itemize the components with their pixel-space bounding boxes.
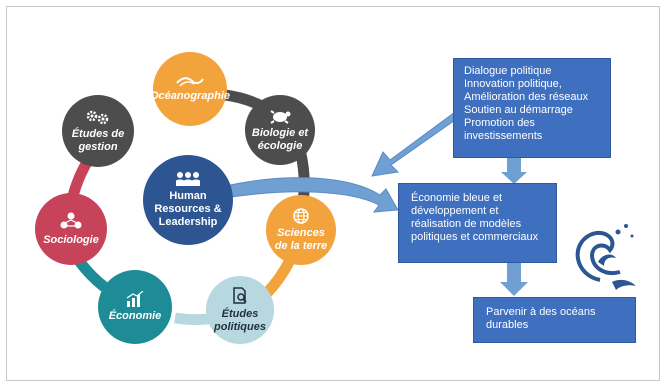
box-policy-line: investissements — [464, 130, 543, 142]
box-economy-line: réalisation de modèles — [411, 218, 522, 230]
node-economie-label: Économie — [108, 310, 162, 322]
node-biologie-label: Biologie et écologie — [251, 126, 309, 152]
bar-chart-icon — [126, 291, 144, 307]
box-economy-line: politiques et commerciaux — [411, 231, 539, 243]
box-oceans-line: Parvenir à des océans — [486, 306, 596, 318]
node-etudes-gestion: Études de gestion — [62, 95, 134, 167]
node-etudes-politiques: Études politiques — [206, 276, 274, 344]
node-etudes-politiques-label: Études politiques — [214, 307, 266, 333]
node-economie: Économie — [98, 270, 172, 344]
node-sciences-terre-label: Sciences de la terre — [274, 226, 328, 252]
box-policy-line: Amélioration des réseaux — [464, 91, 589, 103]
box-economy-line: Économie bleue et — [411, 192, 503, 204]
box-policy-line: Promotion des — [464, 117, 535, 129]
box-oceans-line: durables — [486, 319, 529, 331]
wave-logo-icon — [575, 224, 636, 290]
turtle-icon — [270, 109, 291, 124]
gears-icon — [86, 110, 109, 124]
box-blue-economy: Économie bleue et développement et réali… — [398, 183, 557, 263]
box-sustainable-oceans: Parvenir à des océans durables — [473, 297, 636, 343]
arrow-top-box-to-middle — [371, 111, 459, 177]
node-oceanographie: Océanographie — [150, 52, 230, 126]
wave-icon — [176, 77, 204, 87]
box-policy-line: Innovation politique, — [464, 78, 562, 90]
node-sociologie: Sociologie — [35, 193, 107, 265]
globe-icon — [293, 207, 309, 224]
arrow-center-to-middle-box — [224, 177, 399, 213]
ring-segment-lowright — [261, 257, 295, 299]
team-icon — [176, 172, 200, 186]
box-policy-line: Dialogue politique — [464, 65, 552, 77]
box-policy-actions: Dialogue politique Innovation politique,… — [453, 58, 611, 158]
box-economy-line: développement et — [411, 205, 499, 217]
node-biologie: Biologie et écologie — [245, 95, 315, 165]
document-search-icon — [233, 286, 247, 304]
node-oceanographie-label: Océanographie — [149, 90, 231, 102]
arrow-down-2 — [500, 262, 528, 296]
node-sociologie-label: Sociologie — [43, 234, 99, 246]
node-etudes-gestion-label: Études de gestion — [71, 127, 125, 153]
node-human-resources: Human Resources & Leadership — [143, 155, 233, 245]
node-sciences-terre: Sciences de la terre — [266, 195, 336, 265]
people-network-icon — [60, 212, 82, 229]
arrow-down-1 — [501, 158, 527, 184]
box-policy-line: Soutien au démarrage — [464, 104, 573, 116]
node-human-resources-label: Human Resources & Leadership — [154, 190, 222, 228]
